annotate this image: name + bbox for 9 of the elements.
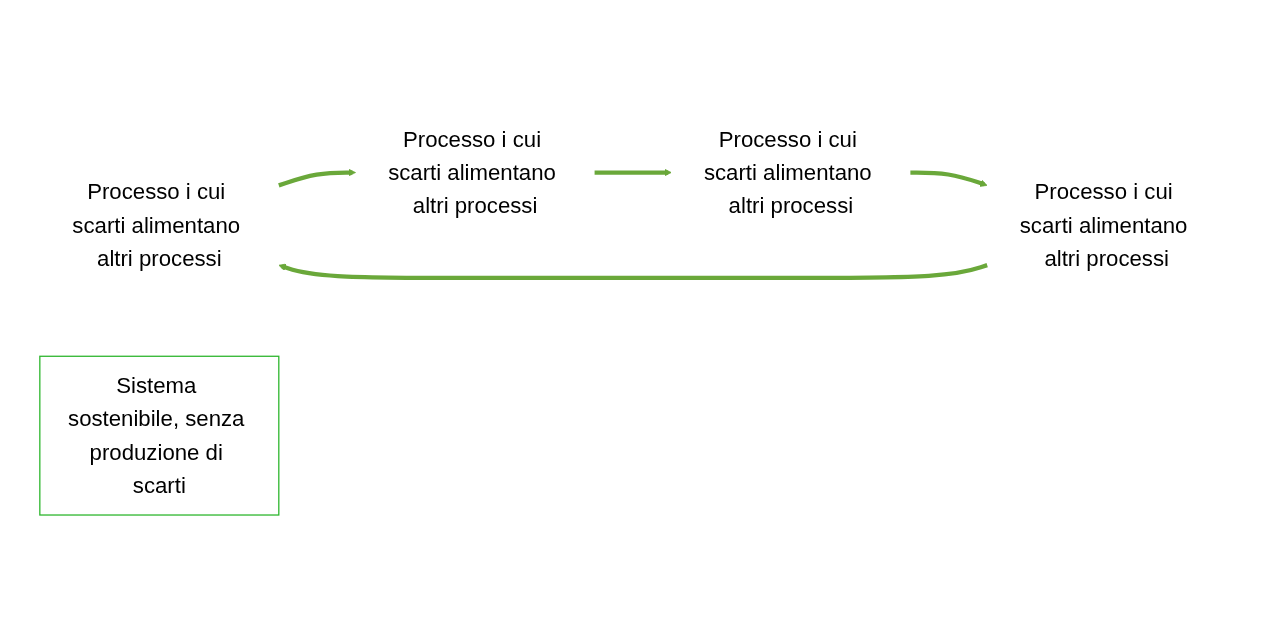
arrow [278, 168, 356, 187]
node-text: Processo i cui scarti alimentano altri processi [72, 178, 241, 271]
arrow [910, 170, 988, 187]
node-text: Processo i cui scarti alimentano altri processi [388, 125, 556, 218]
node-text: Processo i cui scarti alimentano altri processi [703, 125, 872, 218]
arrow [278, 262, 988, 280]
arrow [594, 168, 672, 176]
node-box: Sistema sostenibile, senza produzione di scarti [39, 355, 280, 516]
node-text: Processo i cui scarti alimentano altri processi [1019, 178, 1188, 271]
